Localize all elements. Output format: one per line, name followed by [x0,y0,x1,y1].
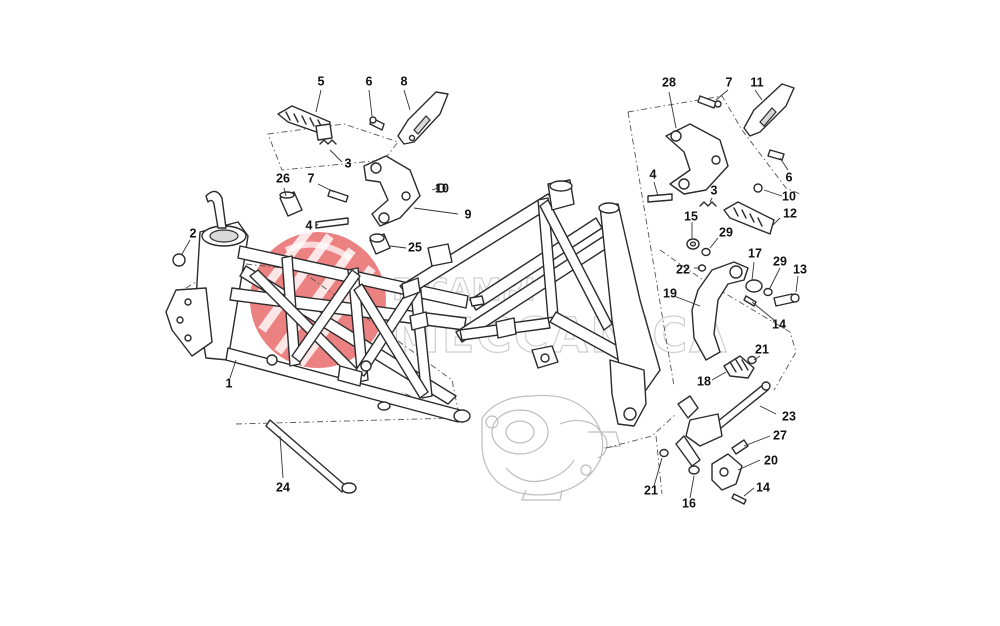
callout-21: 21 [755,342,769,356]
callout-20: 20 [764,453,778,467]
part-18-pedal-pad [723,355,755,379]
callout-29: 29 [719,225,733,239]
callout-21b: 21 [644,483,658,497]
callout-12: 12 [783,206,797,220]
callout-3b: 3 [711,183,718,197]
callout-4: 4 [306,218,313,232]
callout-26: 26 [276,171,290,185]
part-28-bracket [665,123,729,195]
part-8-heel-guard [397,91,449,145]
callout-14b: 14 [756,480,770,494]
leader-lines [181,89,799,499]
callout-16: 16 [682,496,696,510]
part-14-screw [743,295,757,307]
engine-outline [481,394,621,501]
part-9-bracket [363,155,421,227]
part-2-nut [172,253,186,267]
part-7-screw [327,189,349,203]
part-3b-spring [699,201,717,207]
callout-1: 1 [226,376,233,390]
callout-2: 2 [190,226,197,240]
callout-25: 25 [408,240,422,254]
part-17-bush [745,279,763,293]
callout-3: 3 [345,156,352,170]
part-7b-screw [697,95,717,109]
callout-9: 9 [465,207,472,221]
callout-4b: 4 [650,167,657,181]
callout-15: 15 [684,209,698,223]
callout-11: 11 [750,75,763,89]
frame-part-1 [165,179,661,427]
callout-27: 27 [773,428,787,442]
part-21-nut [747,355,757,365]
part-3-spring [319,139,337,145]
callout-24: 24 [276,480,290,494]
callout-5: 5 [318,74,325,88]
right-footpeg-assembly [647,83,800,505]
part-16-washer [688,465,700,475]
callout-labels: 5 6 8 3 26 7 10 9 4 25 2 1 24 28 7 11 6 … [190,74,807,510]
callout-7: 7 [308,171,315,185]
callout-6: 6 [366,74,373,88]
callout-13: 13 [793,262,807,276]
part-24-bolt [265,419,347,493]
callout-14: 14 [772,317,786,331]
part-4-pin [315,217,349,229]
part-27-screw [731,439,749,455]
callout-28: 28 [662,75,676,89]
callout-6b: 6 [786,170,793,184]
callout-18: 18 [697,374,711,388]
part-29-oring [701,247,711,257]
part-29b-oring [763,287,773,297]
part-10b-nut [753,183,763,193]
part-4b-pin [647,193,673,203]
part-6b-screw [767,149,785,161]
callout-23: 23 [782,409,796,423]
part-11-heel-guard [743,83,795,137]
callout-8: 8 [401,74,408,88]
part-21b-washer [659,448,669,458]
part-14b-screw [731,493,747,505]
left-side-parts [172,191,391,494]
callout-10b: 10 [782,189,796,203]
callout-22: 22 [676,262,690,276]
callout-29b: 29 [773,254,787,268]
left-footpeg-assembly [277,91,449,229]
callout-10: 10 [435,181,449,195]
callout-17: 17 [748,246,762,260]
part-19-brake-pedal [691,261,749,361]
callout-19: 19 [663,286,677,300]
callout-7b: 7 [726,75,733,89]
